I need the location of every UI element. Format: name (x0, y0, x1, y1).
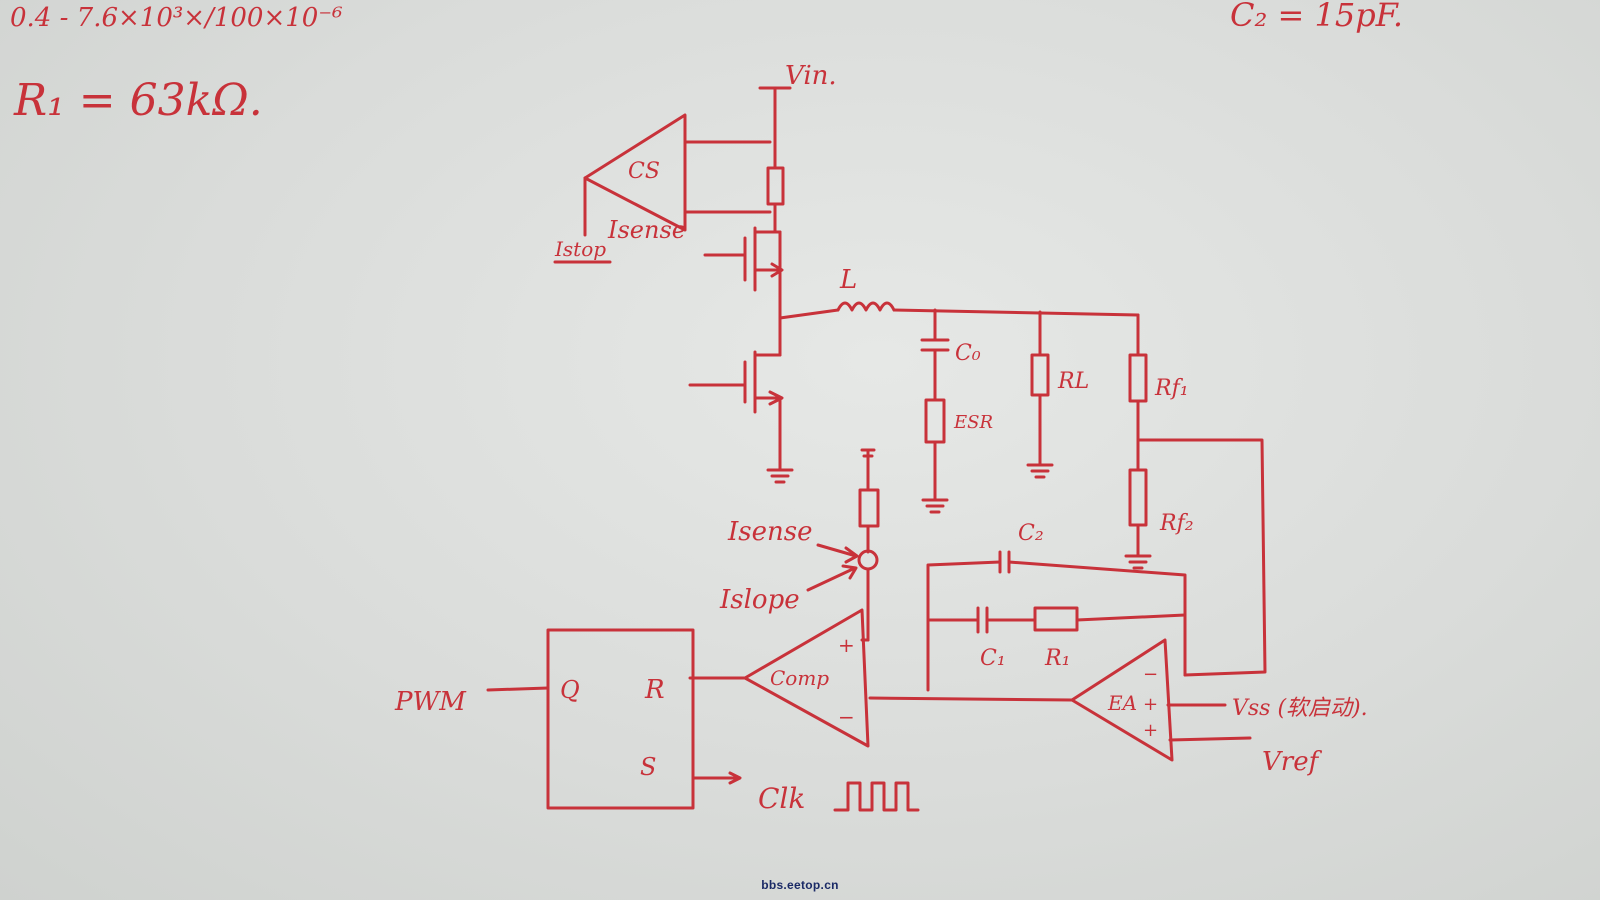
label-vin: Vin. (785, 61, 837, 91)
isense-arrow (816, 543, 858, 558)
summing-node (857, 549, 879, 571)
label-comp-plus: + (838, 633, 855, 657)
label-inductor: L (839, 265, 857, 295)
label-istop: Istop (554, 237, 606, 261)
label-cs: CS (628, 159, 660, 184)
note-c2-value: C₂ = 15pF. (1230, 0, 1403, 34)
vin-rail: Vin. (758, 61, 837, 170)
label-comp-minus: − (838, 705, 855, 729)
label-ea-plus1: + (1143, 694, 1158, 715)
label-ea-plus2: + (1143, 720, 1158, 741)
label-c2: C₂ (1018, 521, 1044, 546)
feedback-wire (1136, 438, 1267, 677)
high-side-mosfet (703, 226, 784, 324)
islope-arrow (806, 566, 857, 592)
compensation-c1-r1: C₁ R₁ (926, 606, 1187, 671)
label-c1: C₁ (980, 646, 1006, 671)
label-latch-q: Q (560, 676, 580, 704)
feedback-resistor-rf1: Rf₁ (1128, 313, 1189, 472)
sr-latch: Q R S (486, 628, 742, 810)
clock-waveform (833, 781, 920, 812)
label-islope-in: Islope (719, 585, 800, 615)
note-formula: 0.4 - 7.6×10³×/100×10⁻⁶ (10, 3, 343, 33)
label-clk: Clk (758, 782, 805, 815)
cs-amplifier: CS (583, 113, 772, 237)
error-amplifier: EA − + + Vss (软启动). Vref (1070, 638, 1368, 777)
label-ea-minus: − (1143, 664, 1158, 685)
ground-symbol (1124, 554, 1152, 570)
ea-output-wire (868, 696, 1074, 702)
label-r1: R₁ (1044, 646, 1070, 671)
ground-symbol (766, 468, 794, 484)
label-esr: ESR (953, 412, 993, 433)
label-rl: RL (1057, 369, 1089, 394)
pwm-comparator: Comp + − (688, 608, 870, 748)
output-capacitor: C₀ (920, 308, 981, 402)
label-comp: Comp (770, 666, 829, 690)
low-side-mosfet (688, 350, 784, 472)
label-rf1: Rf₁ (1154, 376, 1189, 401)
label-c0: C₀ (955, 341, 981, 366)
slope-resistor (858, 448, 880, 554)
label-vref: Vref (1262, 747, 1323, 777)
watermark: bbs.eetop.cn (761, 878, 839, 892)
inductor: L (778, 265, 1140, 320)
load-resistor: RL (1030, 310, 1089, 467)
label-vss: Vss (软启动). (1232, 696, 1368, 721)
sense-resistor (766, 166, 785, 206)
esr-resistor (924, 398, 946, 444)
label-rf2: Rf₂ (1159, 511, 1194, 536)
compensation-c2: C₂ (926, 521, 1187, 692)
label-isense-top: Isense (607, 216, 686, 244)
ground-symbol (1026, 463, 1054, 479)
note-r1-value: R₁ = 63kΩ. (13, 75, 263, 126)
label-latch-r: R (644, 675, 665, 705)
label-latch-s: S (640, 753, 656, 781)
feedback-resistor-rf2: Rf₂ (1128, 468, 1194, 558)
ground-symbol (921, 498, 949, 514)
label-pwm: PWM (394, 687, 467, 717)
label-isense-in: Isense (727, 517, 812, 547)
label-ea: EA (1107, 691, 1137, 715)
